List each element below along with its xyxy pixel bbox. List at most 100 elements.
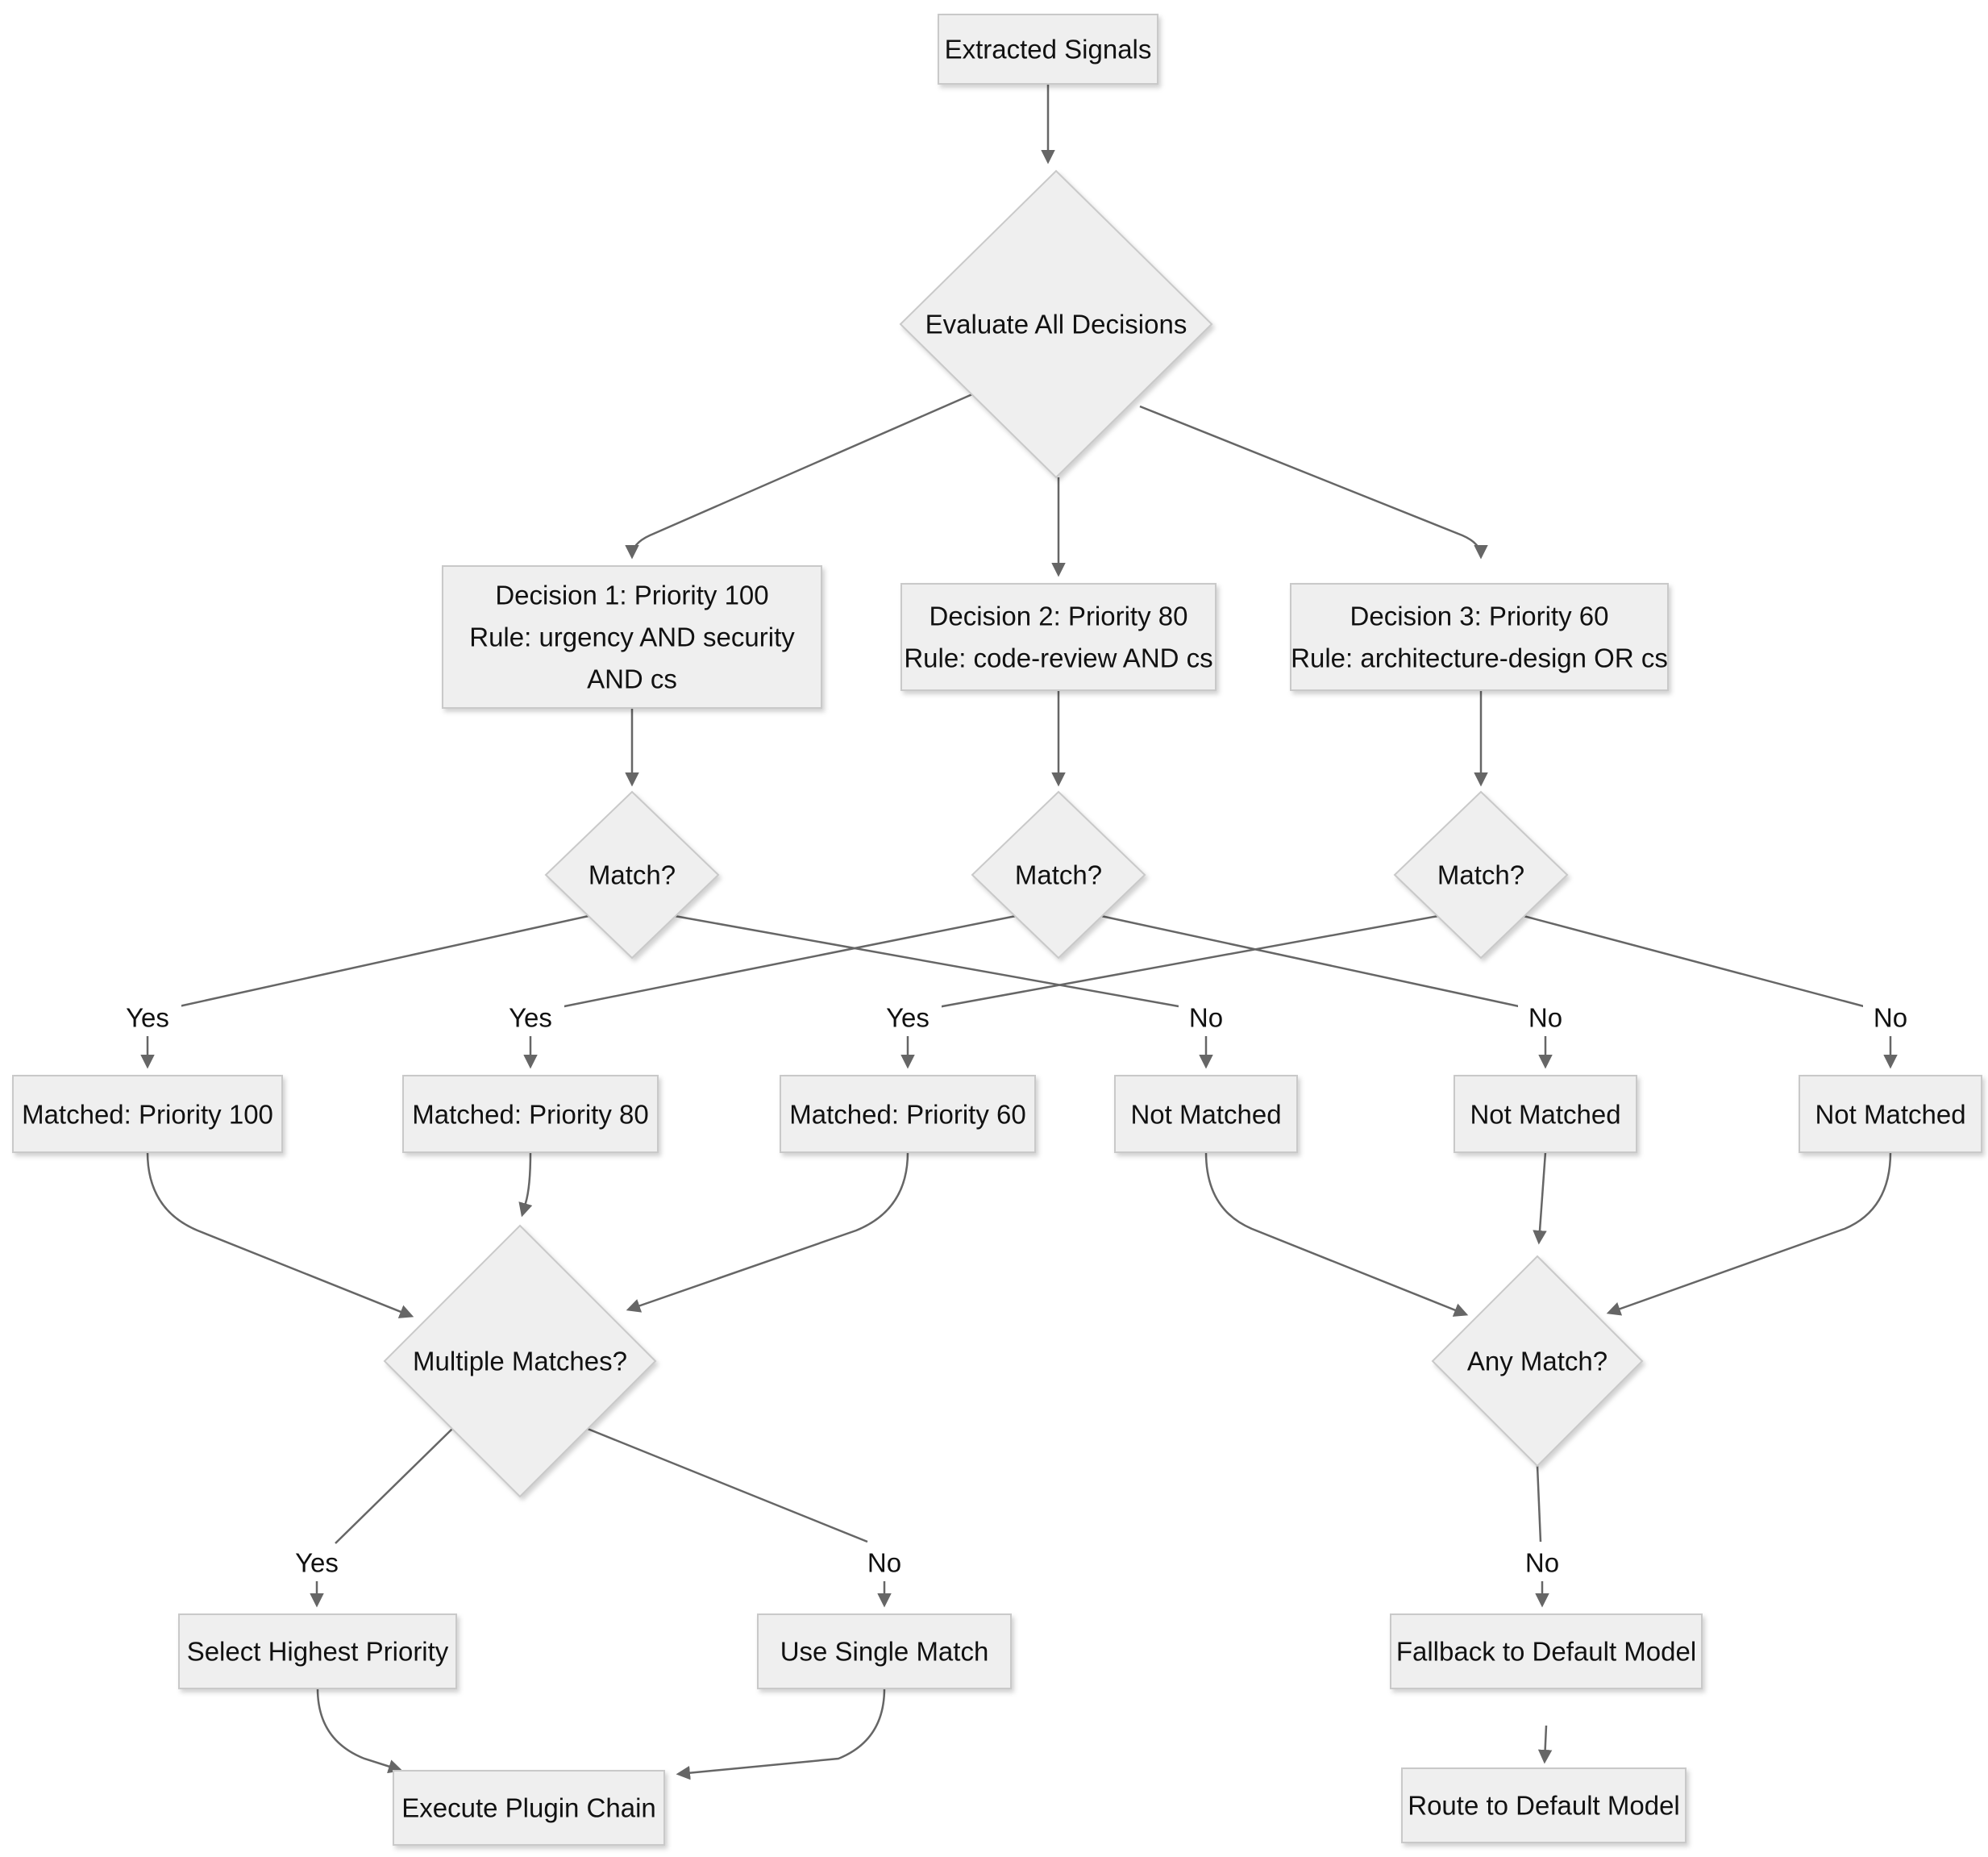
node-multiple-matches: Multiple Matches? (383, 1224, 657, 1498)
node-extracted-signals-label: Extracted Signals (945, 35, 1152, 65)
node-evaluate-all-decisions-shape (899, 169, 1213, 479)
edge-notmatched3-to-anymatch (1606, 1151, 1892, 1316)
node-extracted-signals-shape (938, 14, 1158, 85)
node-select-highest-priority-label: Select Highest Priority (187, 1637, 449, 1667)
node-evaluate-all-decisions-label: Evaluate All Decisions (925, 310, 1187, 339)
edge-match1-yes-line (171, 914, 589, 1010)
node-not-matched-3-shape (1799, 1075, 1982, 1153)
node-not-matched-1-label: Not Matched (1130, 1100, 1281, 1130)
edge-select-to-execute (316, 1688, 403, 1774)
edge-label-match1-yes: Yes (114, 999, 181, 1036)
edge-label-text: No (1528, 1003, 1562, 1033)
node-match2-shape (971, 790, 1146, 960)
edge-label-match3-no: No (1863, 999, 1918, 1036)
node-use-single-match-label: Use Single Match (780, 1637, 989, 1667)
edge-match2-no-line (1100, 914, 1520, 1008)
node-decision3-line2: Rule: architecture-design OR cs (1291, 643, 1668, 673)
node-match3: Match? (1393, 790, 1569, 960)
edge-label-text: No (1525, 1548, 1559, 1578)
node-use-single-match-shape (757, 1613, 1012, 1689)
node-match1-label: Match? (588, 860, 676, 890)
edge-label-text: Yes (509, 1003, 552, 1033)
node-matched-priority-60-shape (780, 1075, 1036, 1153)
node-decision3: Decision 3: Priority 60 Rule: architectu… (1290, 583, 1669, 691)
node-evaluate-all-decisions: Evaluate All Decisions (899, 169, 1213, 479)
node-fallback-default-model-shape (1390, 1613, 1703, 1689)
edge-label-any-no: No (1515, 1544, 1570, 1581)
edge-labels: Yes Yes Yes No No No Yes No (114, 999, 1918, 1581)
node-execute-plugin-chain-label: Execute Plugin Chain (401, 1793, 656, 1823)
node-decision1-shape (442, 565, 822, 709)
edge-matched60-to-multiple (626, 1151, 909, 1313)
node-select-highest-priority: Select Highest Priority (178, 1613, 457, 1689)
edge-matched80-to-multiple (518, 1151, 533, 1218)
node-matched-priority-80-shape (402, 1075, 659, 1153)
node-not-matched-2: Not Matched (1454, 1075, 1637, 1153)
node-match2: Match? (971, 790, 1146, 960)
edge-label-text: No (1189, 1003, 1223, 1033)
edge-label-text: Yes (126, 1003, 169, 1033)
node-matched-priority-60-label: Matched: Priority 60 (789, 1100, 1025, 1130)
node-match1-shape (544, 790, 720, 960)
node-match2-label: Match? (1015, 860, 1102, 890)
node-any-match-shape (1431, 1255, 1644, 1468)
node-select-highest-priority-shape (178, 1613, 457, 1689)
node-not-matched-3: Not Matched (1799, 1075, 1982, 1153)
node-not-matched-2-shape (1454, 1075, 1637, 1153)
edge-label-bg (857, 1544, 912, 1581)
edge-label-bg (114, 999, 181, 1036)
node-multiple-matches-label: Multiple Matches? (413, 1347, 627, 1376)
node-decision1: Decision 1: Priority 100 Rule: urgency A… (442, 565, 822, 709)
edge-evaluate-to-decision3 (1139, 405, 1488, 560)
edge-multiple-no-line (587, 1427, 868, 1543)
edge-label-bg (1863, 999, 1918, 1036)
node-decision1-line1: Decision 1: Priority 100 (495, 581, 768, 610)
node-match3-label: Match? (1437, 860, 1524, 890)
edge-label-bg (283, 1544, 351, 1581)
edge-match3-yes-line (933, 914, 1439, 1010)
edge-match1-no-line (674, 914, 1179, 1008)
node-matched-priority-100-shape (12, 1075, 283, 1153)
edge-notmatched2-to-anymatch (1533, 1151, 1547, 1245)
node-decision2: Decision 2: Priority 80 Rule: code-revie… (900, 583, 1217, 691)
node-any-match: Any Match? (1431, 1255, 1644, 1468)
edge-label-multiple-yes: Yes (283, 1544, 351, 1581)
node-not-matched-1-shape (1114, 1075, 1298, 1153)
edge-label-text: Yes (886, 1003, 930, 1033)
node-fallback-default-model: Fallback to Default Model (1390, 1613, 1703, 1689)
node-decision2-line2: Rule: code-review AND cs (904, 643, 1212, 673)
edge-label-match1-no: No (1179, 999, 1233, 1036)
node-matched-priority-80: Matched: Priority 80 (402, 1075, 659, 1153)
edge-label-match3-yes: Yes (874, 999, 942, 1036)
edges (140, 84, 1898, 1780)
node-matched-priority-100-label: Matched: Priority 100 (22, 1100, 273, 1130)
edge-matched100-to-multiple (146, 1151, 414, 1318)
node-decision2-shape (900, 583, 1217, 691)
edge-match2-yes-line (555, 914, 1017, 1010)
node-extracted-signals: Extracted Signals (938, 14, 1158, 85)
edge-label-text: No (867, 1548, 901, 1578)
edge-label-bg (1518, 999, 1573, 1036)
node-use-single-match: Use Single Match (757, 1613, 1012, 1689)
node-decision3-shape (1290, 583, 1669, 691)
node-decision1-line2: Rule: urgency AND security (469, 622, 795, 652)
node-execute-plugin-chain-shape (393, 1770, 665, 1846)
edge-label-bg (874, 999, 942, 1036)
node-matched-priority-100: Matched: Priority 100 (12, 1075, 283, 1153)
edge-single-to-execute (676, 1688, 886, 1780)
node-not-matched-2-label: Not Matched (1470, 1100, 1620, 1130)
node-decision2-line1: Decision 2: Priority 80 (930, 602, 1188, 631)
node-any-match-label: Any Match? (1467, 1347, 1607, 1376)
edge-fallback-to-route (1537, 1725, 1553, 1764)
edge-label-match2-no: No (1518, 999, 1573, 1036)
nodes: Extracted Signals Evaluate All Decisions… (12, 14, 1982, 1846)
edge-label-text: No (1874, 1003, 1907, 1033)
edge-label-bg (1515, 1544, 1570, 1581)
node-route-default-model-shape (1401, 1767, 1686, 1843)
node-match1: Match? (544, 790, 720, 960)
edge-label-match2-yes: Yes (497, 999, 564, 1036)
node-not-matched-3-label: Not Matched (1815, 1100, 1965, 1130)
node-decision1-line3: AND cs (587, 664, 677, 694)
edge-label-text: Yes (295, 1548, 339, 1578)
